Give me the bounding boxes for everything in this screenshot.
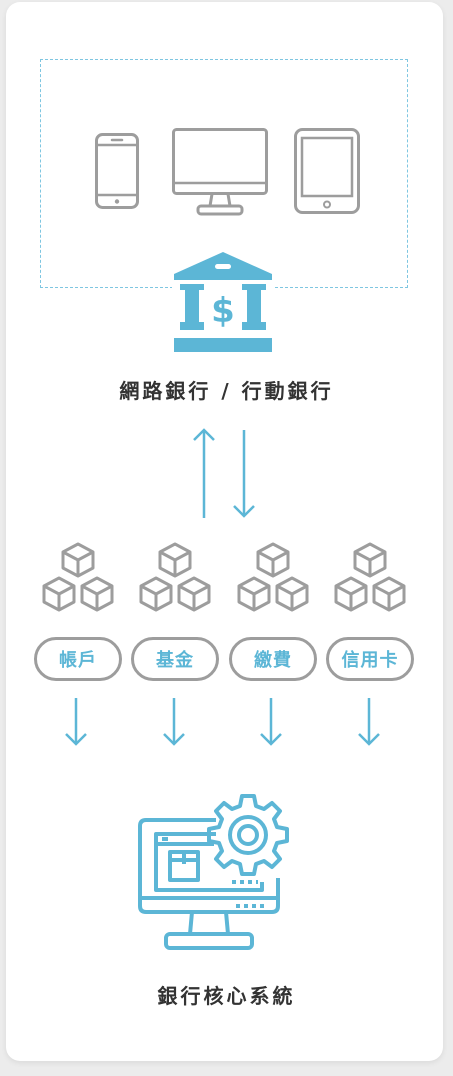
- service-pill-payment: 繳費: [229, 637, 317, 681]
- down-arrow-icon: [358, 698, 380, 746]
- down-arrow-icon: [260, 698, 282, 746]
- service-pill-account: 帳戶: [34, 637, 122, 681]
- bank-icon: $: [172, 250, 274, 354]
- smartphone-icon: [95, 133, 139, 209]
- service-pill-credit-card: 信用卡: [326, 637, 414, 681]
- diagram-card: [6, 2, 443, 1061]
- down-arrow-icon: [233, 430, 255, 518]
- core-system-icon: [138, 794, 289, 950]
- svg-text:$: $: [211, 291, 235, 331]
- tablet-icon: [294, 128, 360, 214]
- service-pill-fund: 基金: [131, 637, 219, 681]
- cubes-icon: [42, 542, 114, 612]
- up-arrow-icon: [193, 428, 215, 518]
- desktop-monitor-icon: [172, 128, 268, 216]
- cubes-icon: [334, 542, 406, 612]
- cubes-icon: [237, 542, 309, 612]
- cubes-icon: [139, 542, 211, 612]
- down-arrow-icon: [163, 698, 185, 746]
- down-arrow-icon: [65, 698, 87, 746]
- core-banking-system-label: 銀行核心系統: [157, 984, 296, 1008]
- online-mobile-banking-label: 網路銀行 / 行動銀行: [119, 379, 334, 403]
